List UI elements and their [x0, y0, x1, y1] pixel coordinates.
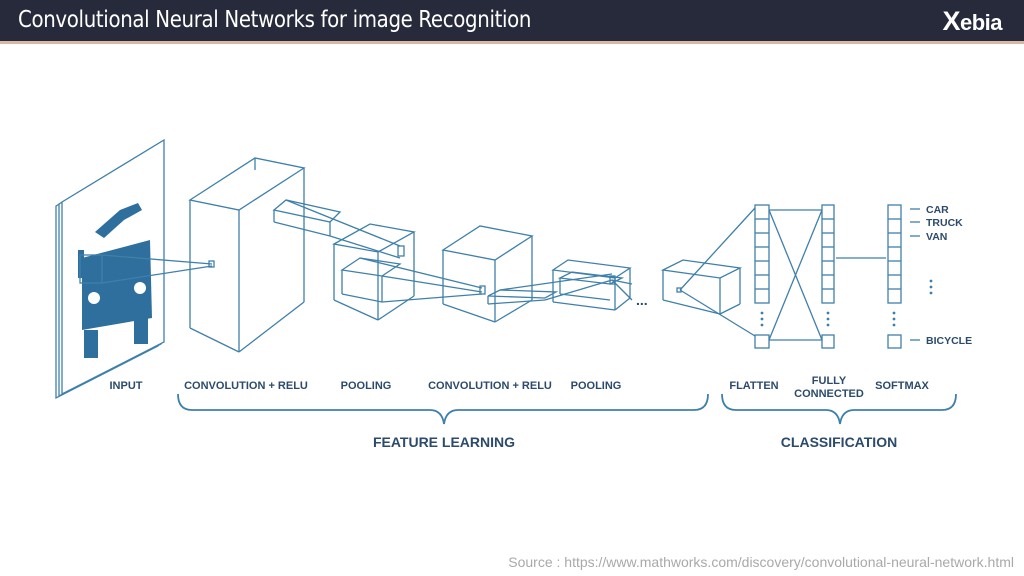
car-icon — [78, 203, 152, 358]
group-classification: CLASSIFICATION — [781, 434, 897, 450]
ellipsis-dots — [760, 279, 933, 327]
flatten-column — [754, 204, 770, 349]
pool1-volume — [332, 223, 486, 321]
label-flatten: FLATTEN — [729, 380, 778, 392]
label-conv2: CONVOLUTION + RELU — [428, 380, 552, 392]
label-conv1: CONVOLUTION + RELU — [184, 380, 308, 392]
label-pool1: POOLING — [341, 380, 392, 392]
cnn-diagram: ... CAR TRUCK VAN BICYCLE INPUT CONVOLUT… — [55, 138, 972, 450]
source-citation: Source : https://www.mathworks.com/disco… — [508, 554, 1014, 570]
header-bar: Convolutional Neural Networks for image … — [0, 0, 1024, 44]
class-label-bicycle: BICYCLE — [926, 335, 972, 347]
xebia-logo: Xebia — [942, 6, 1002, 36]
group-feature-learning: FEATURE LEARNING — [373, 434, 515, 450]
conv1-volume — [188, 157, 405, 353]
label-fc-line1: FULLY — [812, 375, 847, 387]
pool2-volume — [551, 259, 633, 311]
feature-learning-brace — [177, 393, 709, 425]
fully-connected-column — [768, 204, 835, 349]
class-label-van: VAN — [926, 231, 947, 243]
class-label-truck: TRUCK — [926, 217, 963, 229]
slide-title: Convolutional Neural Networks for image … — [18, 7, 532, 33]
label-input: INPUT — [110, 380, 143, 392]
label-fc-line2: CONNECTED — [794, 388, 864, 400]
label-pool2: POOLING — [571, 380, 622, 392]
ellipsis-label: ... — [636, 292, 648, 308]
last-feature-volume — [660, 207, 756, 337]
label-softmax: SOFTMAX — [875, 380, 929, 392]
softmax-column — [836, 204, 920, 349]
class-label-car: CAR — [926, 204, 949, 216]
classification-brace — [721, 393, 957, 425]
input-receptive-field — [79, 254, 215, 284]
